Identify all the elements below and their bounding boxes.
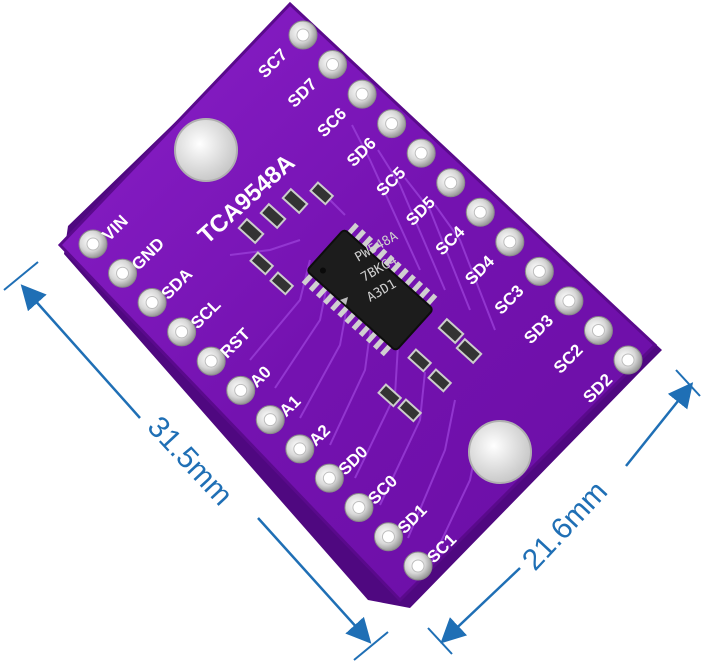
mounting-hole-bottom bbox=[468, 420, 532, 484]
pad-sd0 bbox=[314, 463, 344, 493]
pad-sc1 bbox=[403, 551, 433, 581]
pad-a0 bbox=[226, 375, 256, 405]
pad-gnd bbox=[108, 258, 138, 288]
pad-sc4 bbox=[465, 197, 495, 227]
pad-sc7 bbox=[288, 20, 318, 50]
pad-a2 bbox=[285, 434, 315, 464]
pad-sc5 bbox=[406, 138, 436, 168]
pad-sc2 bbox=[583, 315, 613, 345]
pad-sd1 bbox=[373, 522, 403, 552]
mounting-hole-top bbox=[174, 118, 238, 182]
pcb-traces bbox=[229, 124, 496, 566]
tca9548a-chip bbox=[301, 222, 438, 357]
pad-sd5 bbox=[436, 168, 466, 198]
smd-components bbox=[237, 181, 483, 423]
pad-sd6 bbox=[377, 109, 407, 139]
pad-rst bbox=[196, 346, 226, 376]
left-pin-header bbox=[78, 229, 433, 581]
pad-scl bbox=[167, 317, 197, 347]
pad-vin bbox=[78, 229, 108, 259]
pad-sd4 bbox=[495, 227, 525, 257]
pad-sda bbox=[137, 288, 167, 318]
pad-sc3 bbox=[524, 256, 554, 286]
pad-sc0 bbox=[344, 492, 374, 522]
pad-sc6 bbox=[347, 79, 377, 109]
right-pin-header bbox=[288, 20, 643, 375]
pad-a1 bbox=[255, 405, 285, 435]
pad-sd3 bbox=[554, 286, 584, 316]
pad-sd2 bbox=[613, 345, 643, 375]
width-label: 21.6mm bbox=[516, 475, 614, 577]
pad-sd7 bbox=[318, 50, 348, 80]
